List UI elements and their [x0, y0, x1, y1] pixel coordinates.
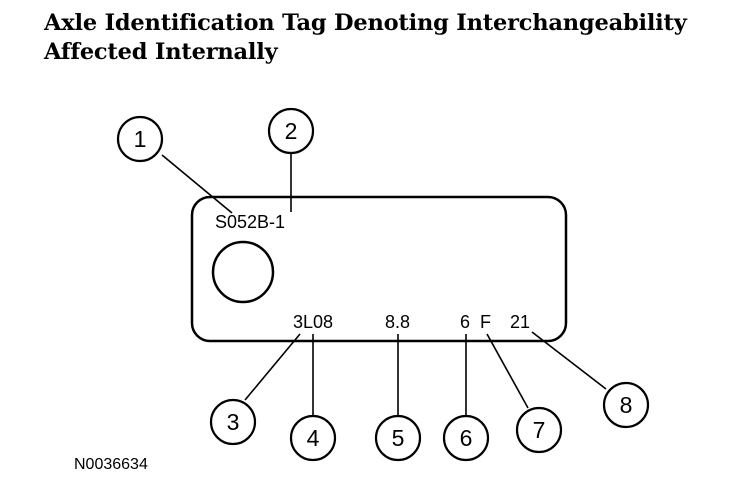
leader-line-1 — [161, 154, 233, 214]
callout-number-2: 2 — [285, 118, 298, 144]
tag-mounting-hole — [211, 240, 275, 304]
callout-circle-1 — [116, 115, 164, 163]
callout-circle-6 — [442, 414, 490, 462]
title-line-1: Axle Identification Tag Denoting Interch… — [44, 10, 687, 36]
callout-number-5: 5 — [392, 425, 405, 451]
tag-field-3: 6 — [460, 312, 470, 332]
leader-line-3 — [244, 333, 301, 401]
tag-top-code: S052B-1 — [215, 212, 285, 232]
tag-field-2: 8.8 — [385, 312, 410, 332]
callout-circle-4 — [289, 414, 337, 462]
callout-number-1: 1 — [134, 126, 147, 152]
leader-lines — [161, 153, 607, 418]
figure-id: N0036634 — [74, 456, 148, 473]
callout-number-7: 7 — [533, 417, 546, 443]
tag-field-1: 3L08 — [293, 312, 333, 332]
leader-line-7 — [486, 333, 529, 409]
callout-number-3: 3 — [227, 409, 240, 435]
callout-circle-5 — [374, 414, 422, 462]
callout-circle-3 — [209, 398, 257, 446]
callout-circle-8 — [602, 381, 650, 429]
leader-line-8 — [531, 331, 607, 390]
callout-circle-2 — [267, 107, 315, 155]
tag-field-5: 21 — [510, 312, 530, 332]
callout-number-6: 6 — [460, 425, 473, 451]
tag-plate — [190, 195, 568, 343]
title-line-2: Affected Internally — [44, 39, 278, 65]
callout-circle-7 — [515, 406, 563, 454]
callout-number-8: 8 — [620, 392, 633, 418]
diagram-title: Axle Identification Tag Denoting Interch… — [44, 9, 687, 67]
tag-field-4: F — [480, 312, 491, 332]
callout-number-4: 4 — [307, 425, 320, 451]
